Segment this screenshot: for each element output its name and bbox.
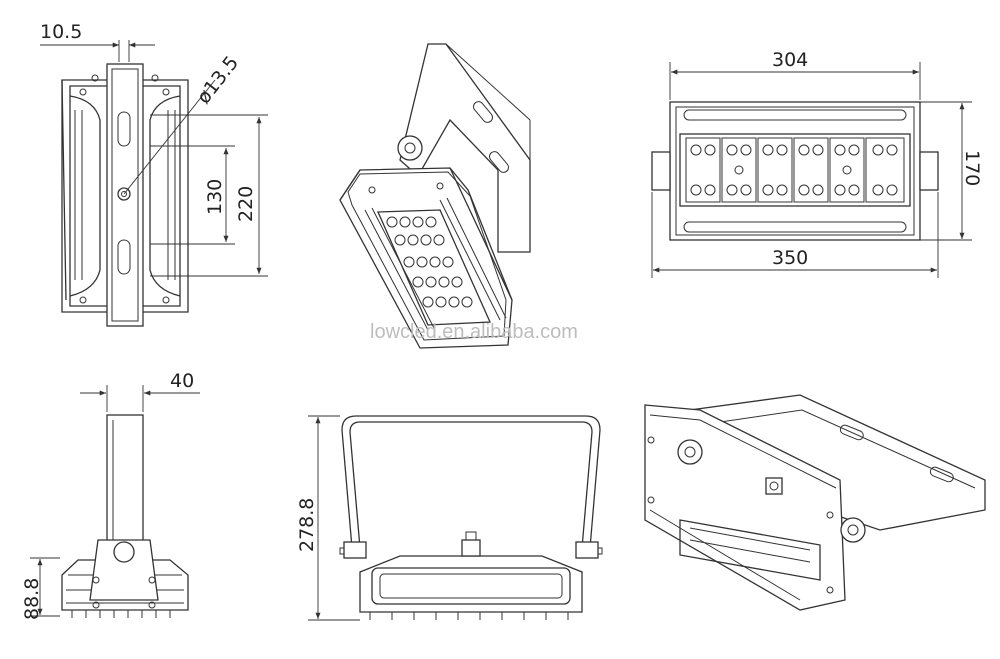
led-array — [386, 216, 473, 308]
dim-body-depth: 88.8 — [21, 578, 43, 620]
side-elevation-view: 10.5 ø13.5 130 220 — [40, 21, 268, 327]
profile-view: 40 88.8 — [21, 370, 200, 620]
isometric-front-view — [339, 43, 531, 349]
dim-height: 170 — [961, 150, 983, 186]
watermark: lowcled.en.alibaba.com — [370, 321, 578, 343]
isometric-rear-view — [644, 394, 986, 611]
dim-bracket-height: 220 — [235, 186, 257, 222]
rear-elevation-view: 278.8 — [296, 415, 603, 621]
dim-bracket-thickness: 40 — [170, 370, 194, 392]
dim-bolt-offset: 10.5 — [40, 21, 82, 43]
front-face-view: 304 350 170 — [651, 49, 983, 278]
dim-overall-height: 278.8 — [296, 498, 318, 552]
dim-inner-width: 304 — [772, 49, 808, 71]
dim-overall-width: 350 — [772, 247, 808, 269]
led-grid — [685, 137, 905, 203]
dim-hole-diameter: ø13.5 — [193, 52, 244, 108]
dim-hole-spacing: 130 — [204, 179, 226, 215]
